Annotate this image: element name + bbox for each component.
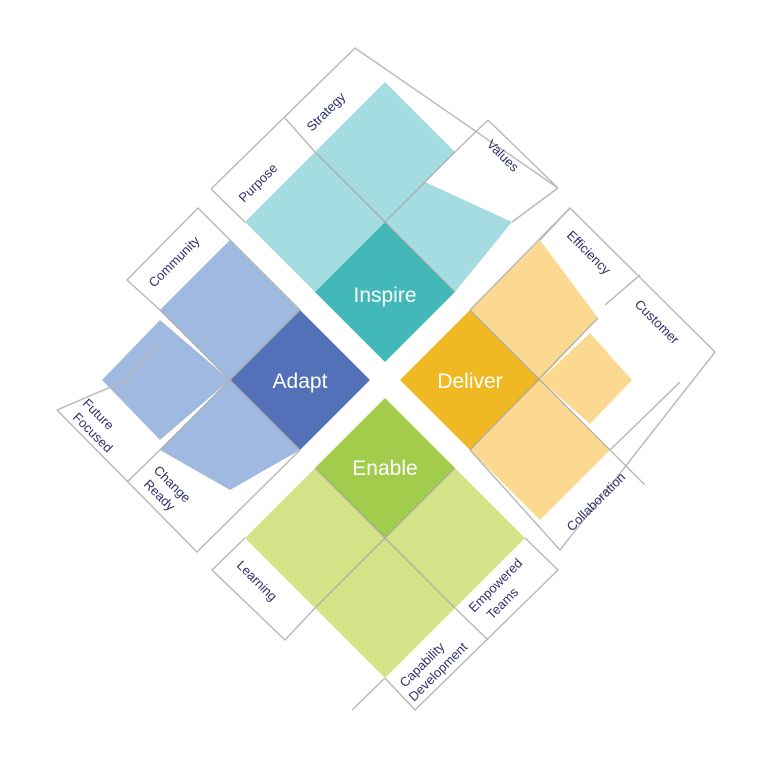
deliver-title: Deliver: [437, 370, 502, 393]
enable-quadrant: Learning Capability Development Empowere…: [210, 398, 560, 712]
enable-frame: [210, 537, 316, 641]
adapt-change-tile: [160, 380, 300, 490]
adapt-title: Adapt: [273, 370, 328, 393]
label-customer: Customer: [632, 297, 683, 348]
label-efficiency: Efficiency: [564, 228, 614, 278]
adapt-frame: [125, 207, 301, 311]
inspire-quadrant: Purpose Strategy Values Inspire: [210, 47, 559, 362]
deliver-frame: [469, 207, 716, 552]
inspire-title: Inspire: [353, 284, 416, 307]
inspire-frame: [210, 47, 559, 190]
adapt-future-tile: [102, 320, 230, 440]
enable-title: Enable: [352, 457, 417, 480]
label-values: Values: [484, 137, 522, 175]
deliver-customer-tile: [540, 333, 632, 424]
inspire-values-tile: [385, 182, 512, 292]
deliver-efficiency-tile: [470, 240, 598, 380]
